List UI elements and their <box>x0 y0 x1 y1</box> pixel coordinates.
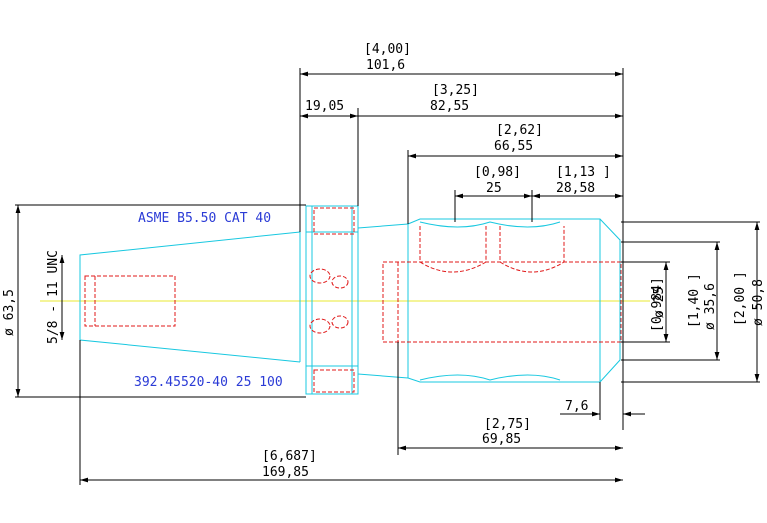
dia3-inch: [2,00 ] <box>733 271 748 326</box>
total-length-mm: 169,85 <box>262 465 309 480</box>
chamfer-length: 7,6 <box>565 399 588 414</box>
holder-outline <box>79 205 621 395</box>
hidden-features <box>84 207 622 393</box>
overall-length-inch: [4,00] <box>364 42 411 57</box>
total-length-inch: [6,687] <box>262 449 317 464</box>
bore-diameter-inch: [0,984] <box>650 277 665 332</box>
screw2-mm: 28,58 <box>556 181 595 196</box>
body-length-inch: [3,25] <box>432 83 479 98</box>
dia2-mm: ø 35,6 <box>703 283 718 330</box>
screw2-inch: [1,13 ] <box>556 165 611 180</box>
body-length-mm: 82,55 <box>430 99 469 114</box>
bore-length-mm: 66,55 <box>494 139 533 154</box>
screw1-inch: [0,98] <box>474 165 521 180</box>
depth-inch: [2,75] <box>484 417 531 432</box>
overall-length-mm: 101,6 <box>366 58 405 73</box>
flange-diameter: ø 63,5 <box>2 289 17 336</box>
standard-note: ASME B5.50 CAT 40 <box>138 211 271 226</box>
bore-length-inch: [2,62] <box>496 123 543 138</box>
dia3-mm: ø 50,8 <box>751 279 766 326</box>
dia2-inch: [1,40 ] <box>687 273 702 328</box>
screw1-mm: 25 <box>486 181 502 196</box>
part-number-note: 392.45520-40 25 100 <box>134 375 283 390</box>
depth-mm: 69,85 <box>482 432 521 447</box>
dimension-lines <box>15 68 760 485</box>
thread-size: 5/8 - 11 UNC <box>46 250 61 344</box>
flange-width: 19,05 <box>305 99 344 114</box>
bore-diameter-mm: ø 25 <box>652 287 667 318</box>
